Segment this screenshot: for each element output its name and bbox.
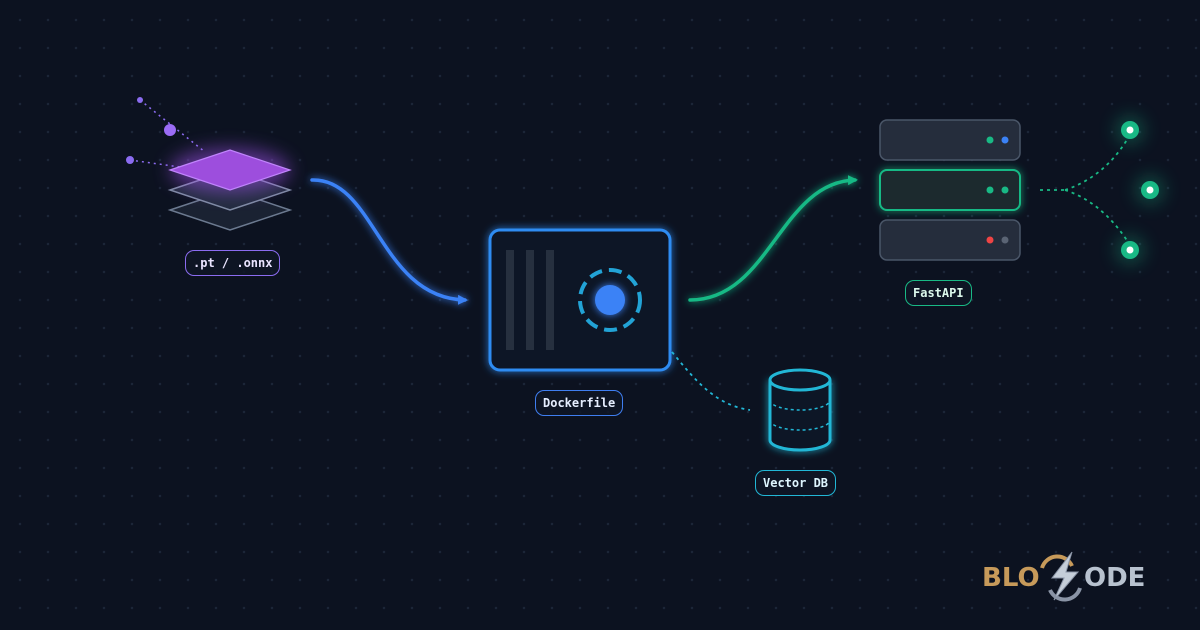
- network-node-icon: [1040, 116, 1164, 264]
- link-to-database: [671, 351, 751, 411]
- fastapi-label: FastAPI: [905, 280, 972, 306]
- vector-db-label: Vector DB: [755, 470, 837, 496]
- dockerfile-label: Dockerfile: [535, 390, 624, 416]
- node-dot: [126, 156, 134, 164]
- flow-arrow-to-api: [688, 175, 858, 302]
- brand-logo: BLO ODE: [982, 551, 1145, 602]
- server-rack-icon: [879, 119, 1021, 261]
- brand-logo-right-text: ODE: [1084, 563, 1145, 593]
- docker-container-icon: [488, 228, 672, 372]
- database-icon: [768, 368, 832, 452]
- flow-arrow-to-container: [310, 178, 468, 305]
- brand-logo-left-text: BLO: [982, 563, 1040, 593]
- layers-icon: [126, 97, 293, 231]
- node-dot: [164, 124, 176, 136]
- model-format-label: .pt / .onnx: [185, 250, 281, 276]
- node-dot: [137, 97, 143, 103]
- lightning-icon: [1040, 551, 1082, 602]
